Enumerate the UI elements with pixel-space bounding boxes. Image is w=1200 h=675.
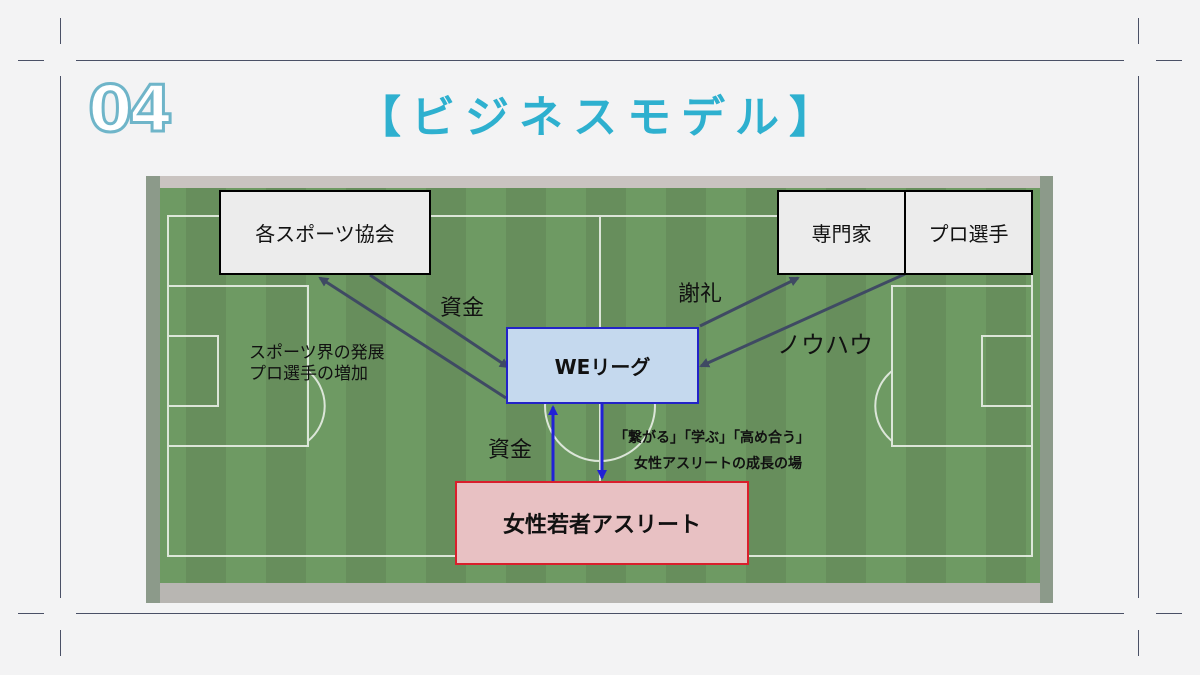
corner-mark-br-v — [1138, 630, 1139, 656]
node-sports-associations: 各スポーツ協会 — [219, 190, 431, 275]
corner-mark-tl-v — [60, 18, 61, 44]
left-goal-area — [167, 335, 219, 407]
right-penalty-arc — [874, 370, 893, 442]
node-pro-players: プロ選手 — [904, 190, 1033, 275]
right-goal-area — [981, 335, 1033, 407]
frame-left-line — [60, 76, 61, 598]
left-penalty-arc — [307, 370, 326, 442]
label-development-line1: スポーツ界の発展 — [249, 343, 385, 363]
label-growth-place-line2: 女性アスリートの成長の場 — [634, 456, 802, 472]
corner-mark-bl-h — [18, 613, 44, 614]
top-stand — [160, 176, 1040, 188]
label-growth-place-line1: 「繋がる」「学ぶ」「高め合う」 — [614, 430, 810, 446]
corner-mark-br-h — [1156, 613, 1182, 614]
corner-mark-tl-h — [18, 60, 44, 61]
node-experts: 専門家 — [777, 190, 906, 275]
arrow-pros-to-league — [699, 272, 906, 368]
label-development-line2: プロ選手の増加 — [249, 364, 368, 384]
arrow-league-to-experts — [699, 276, 800, 328]
label-funds-bottom: 資金 — [488, 438, 533, 463]
arrow-league-to-associations — [318, 276, 507, 400]
frame-right-line — [1138, 76, 1139, 598]
label-funds-top: 資金 — [440, 296, 485, 321]
corner-mark-tr-v — [1138, 18, 1139, 44]
label-honorarium: 謝礼 — [678, 282, 723, 307]
corner-mark-bl-v — [60, 630, 61, 656]
label-knowhow: ノウハウ — [777, 331, 873, 359]
arrow-associations-to-league — [369, 273, 510, 369]
node-we-league: WEリーグ — [506, 327, 699, 404]
node-female-young-athletes: 女性若者アスリート — [455, 481, 749, 565]
corner-mark-tr-h — [1156, 60, 1182, 61]
frame-bottom-line — [76, 613, 1124, 614]
bottom-stand — [160, 583, 1040, 603]
slide-number: 04 — [86, 73, 174, 147]
frame-top-line — [76, 60, 1124, 61]
slide-title: 【ビジネスモデル】 — [357, 92, 843, 143]
